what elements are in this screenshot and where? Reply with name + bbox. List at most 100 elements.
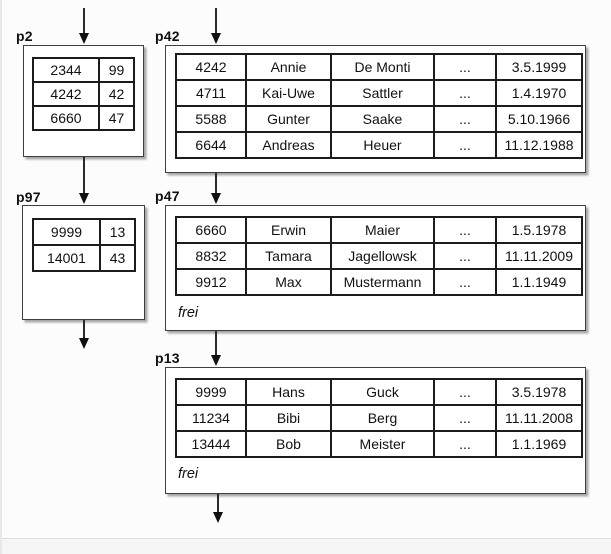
arrow-down-icon (83, 156, 85, 193)
table-cell: Maier (330, 216, 435, 244)
table-cell: 6660 (32, 105, 100, 131)
bottom-divider (2, 538, 611, 539)
table-cell: 3.5.1978 (495, 378, 583, 406)
table-cell: 11.12.1988 (495, 131, 583, 159)
table-cell: Andreas (245, 131, 332, 159)
table-cell: 8832 (175, 242, 247, 270)
table-cell: 5588 (175, 105, 247, 133)
table-cell: 1.1.1969 (495, 430, 583, 458)
table-cell: 4242 (175, 53, 247, 81)
table-cell: ... (433, 53, 497, 81)
arrow-down-icon (215, 172, 217, 193)
table-cell: 2344 (32, 57, 100, 83)
arrow-down-icon (215, 330, 217, 355)
free-space-label: frei (178, 466, 199, 482)
arrow-down-icon (217, 493, 219, 512)
table-cell: 11.11.2008 (495, 404, 583, 432)
table-cell: Tamara (245, 242, 332, 270)
table-cell: Mustermann (330, 268, 435, 296)
page-label-p42: p42 (155, 28, 180, 44)
page-label-p13: p13 (155, 350, 180, 366)
table-cell: Max (245, 268, 332, 296)
table-cell: ... (433, 378, 497, 406)
arrow-down-icon (83, 319, 85, 338)
table-cell: ... (433, 79, 497, 107)
table-cell: 11234 (175, 404, 247, 432)
table-cell: 9912 (175, 268, 247, 296)
table-cell: 4242 (32, 81, 100, 107)
table-cell: 6644 (175, 131, 247, 159)
free-space-label: frei (178, 305, 199, 321)
table-cell: De Monti (330, 53, 435, 81)
table-cell: Heuer (330, 131, 435, 159)
table-cell: Saake (330, 105, 435, 133)
table-cell: ... (433, 242, 497, 270)
footer-strip (2, 539, 611, 554)
table-cell: 1.1.1949 (495, 268, 583, 296)
table-cell: Kai-Uwe (245, 79, 332, 107)
table-cell: 43 (99, 244, 136, 272)
table-cell: Hans (245, 378, 332, 406)
table-cell: Sattler (330, 79, 435, 107)
table-cell: Bob (245, 430, 332, 458)
table-cell: 99 (98, 57, 135, 83)
table-cell: Guck (330, 378, 435, 406)
table-cell: 1.4.1970 (495, 79, 583, 107)
table-cell: 9999 (175, 378, 247, 406)
table-cell: 13 (99, 218, 136, 246)
page-label-p97: p97 (16, 189, 41, 205)
table-cell: Berg (330, 404, 435, 432)
table-cell: ... (433, 404, 497, 432)
table-cell: ... (433, 430, 497, 458)
table-cell: 3.5.1999 (495, 53, 583, 81)
table-cell: 42 (98, 81, 135, 107)
table-cell: 14001 (32, 244, 101, 272)
table-cell: Erwin (245, 216, 332, 244)
arrow-down-icon (83, 8, 85, 33)
table-cell: 13444 (175, 430, 247, 458)
table-cell: 1.5.1978 (495, 216, 583, 244)
table-cell: Meister (330, 430, 435, 458)
table-cell: 9999 (32, 218, 101, 246)
table-cell: Bibi (245, 404, 332, 432)
table-cell: ... (433, 268, 497, 296)
table-cell: 47 (98, 105, 135, 131)
page-label-p47: p47 (155, 188, 180, 204)
table-cell: 11.11.2009 (495, 242, 583, 270)
table-cell: Jagellowsk (330, 242, 435, 270)
arrow-down-icon (215, 8, 217, 33)
table-cell: Gunter (245, 105, 332, 133)
table-cell: 5.10.1966 (495, 105, 583, 133)
page-label-p2: p2 (16, 28, 33, 44)
table-cell: 6660 (175, 216, 247, 244)
table-cell: ... (433, 131, 497, 159)
table-cell: ... (433, 216, 497, 244)
table-cell: 4711 (175, 79, 247, 107)
table-cell: ... (433, 105, 497, 133)
